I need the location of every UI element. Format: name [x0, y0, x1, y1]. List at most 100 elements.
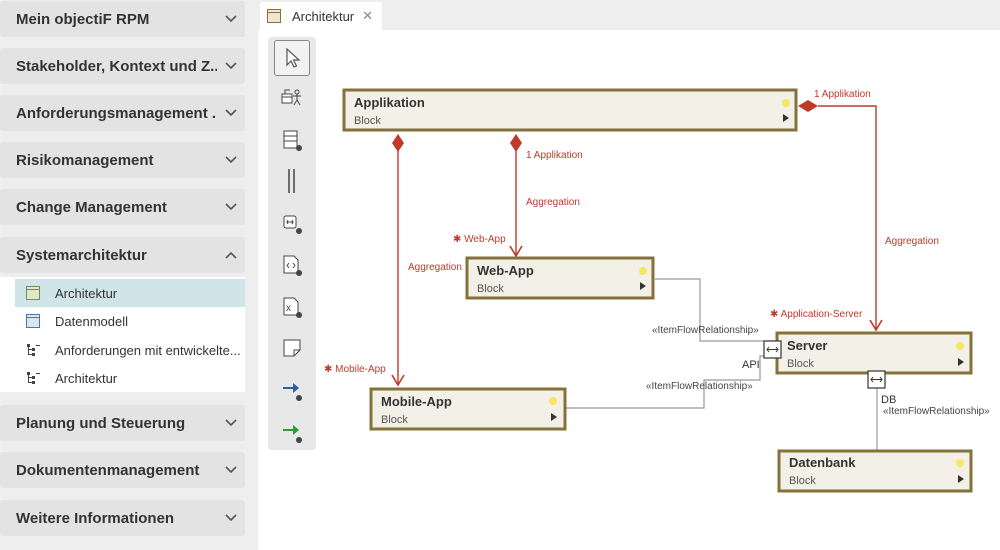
aggregation-arrowhead [869, 319, 883, 332]
block-name: Applikation [354, 95, 425, 110]
blue-arrow-tool[interactable] [274, 372, 310, 408]
chevron-down-icon [217, 95, 245, 131]
separator-tool[interactable] [274, 163, 310, 199]
expand-arrow-icon[interactable] [783, 114, 789, 122]
sidebar: Mein objectiF RPM Stakeholder, Kontext u… [0, 0, 252, 550]
section-systemarchitektur[interactable]: Systemarchitektur [0, 237, 245, 273]
itemflow-label: «ItemFlowRelationship» [652, 325, 759, 336]
section-label: Stakeholder, Kontext und Z... [16, 57, 217, 75]
itemflow-webapp-server[interactable] [655, 278, 776, 342]
section-stakeholder[interactable]: Stakeholder, Kontext und Z... [0, 48, 245, 84]
close-icon[interactable]: ✕ [362, 8, 374, 23]
pointer-tool[interactable] [274, 40, 310, 76]
multiplicity-label: 1 Applikation [814, 89, 871, 100]
section-label: Risikomanagement [16, 151, 154, 169]
block-mobileapp[interactable]: Mobile-App Block [369, 387, 567, 431]
itemflow-mobileapp-server[interactable] [566, 355, 776, 409]
tab-bar: Architektur ✕ [258, 0, 1000, 30]
tree-item-anforderungen[interactable]: Anforderungen mit entwickelte... [15, 336, 245, 364]
note-icon [283, 339, 301, 357]
role-label: ✱ Application-Server [770, 309, 863, 320]
expand-arrow-icon[interactable] [640, 282, 646, 290]
expand-arrow-icon[interactable] [958, 475, 964, 483]
tree-list-icon [25, 370, 41, 386]
tree-item-label: Architektur [55, 285, 118, 301]
section-label: Dokumentenmanagement [16, 461, 200, 479]
port-arrow-icon [766, 346, 779, 353]
port-db[interactable] [867, 370, 886, 389]
section-mein-objectif[interactable]: Mein objectiF RPM [0, 1, 245, 37]
status-indicator [782, 99, 790, 107]
block-name: Server [787, 338, 827, 353]
section-anforderungsmanagement[interactable]: Anforderungsmanagement ... [0, 95, 245, 131]
section-change-management[interactable]: Change Management [0, 189, 245, 225]
block-type: Block [787, 358, 814, 370]
aggregation-server[interactable] [818, 105, 877, 330]
block-server[interactable]: Server Block [775, 331, 973, 375]
actor-block-icon [281, 89, 301, 106]
status-indicator [956, 459, 964, 467]
aggregation-arrowhead [509, 245, 523, 258]
block-name: Mobile-App [381, 394, 452, 409]
constraint-tool[interactable]: x [274, 289, 310, 325]
svg-text:x: x [286, 303, 291, 314]
port-api[interactable] [763, 340, 782, 359]
chevron-down-icon [217, 405, 245, 441]
block-webapp[interactable]: Web-App Block [465, 256, 655, 300]
separator-icon [288, 169, 295, 193]
section-risikomanagement[interactable]: Risikomanagement [0, 142, 245, 178]
chevron-down-icon [217, 1, 245, 37]
block-datenbank[interactable]: Datenbank Block [777, 449, 973, 493]
status-indicator [639, 267, 647, 275]
multiplicity-label: 1 Applikation [526, 150, 583, 161]
block-tool[interactable] [274, 122, 310, 158]
section-planung[interactable]: Planung und Steuerung [0, 405, 245, 441]
block-type: Block [354, 115, 381, 127]
chevron-down-icon [217, 452, 245, 488]
green-arrow-icon [283, 425, 302, 443]
tab-architektur[interactable]: Architektur ✕ [260, 2, 382, 30]
block-name: Web-App [477, 263, 534, 278]
itemflow-label: «ItemFlowRelationship» [883, 406, 990, 417]
blue-arrow-icon [283, 383, 302, 401]
tree-item-architektur[interactable]: Architektur [15, 279, 245, 307]
tab-label: Architektur [292, 8, 355, 24]
tool-palette [268, 37, 316, 450]
tree-list-icon [25, 342, 41, 358]
tree-item-label: Architektur [55, 370, 118, 386]
block-type: Block [381, 414, 408, 426]
chevron-down-icon [217, 500, 245, 536]
tree-item-label: Anforderungen mit entwickelte... [55, 342, 241, 358]
note-tool[interactable] [274, 330, 310, 366]
block-icon [283, 130, 302, 151]
expand-arrow-icon[interactable] [551, 413, 557, 421]
expand-arrow-icon[interactable] [958, 358, 964, 366]
block-name: Datenbank [789, 455, 856, 470]
block-type: Block [477, 283, 504, 295]
aggregation-diamond [510, 134, 522, 152]
role-label: ✱ Mobile-App [324, 364, 386, 375]
aggregation-diamond [392, 134, 404, 152]
chevron-up-icon [217, 237, 245, 273]
section-dokumentenmanagement[interactable]: Dokumentenmanagement [0, 452, 245, 488]
section-label: Weitere Informationen [16, 509, 175, 527]
role-label: ✱ Web-App [453, 234, 506, 245]
block-diagram-icon [25, 285, 41, 301]
port-label: DB [881, 394, 896, 406]
block-applikation[interactable]: Applikation Block [342, 88, 798, 132]
port-label: API [742, 359, 760, 371]
green-arrow-tool[interactable] [274, 414, 310, 450]
status-indicator [956, 342, 964, 350]
tree-item-datenmodell[interactable]: Datenmodell [15, 307, 245, 335]
chevron-down-icon [217, 48, 245, 84]
chevron-down-icon [217, 142, 245, 178]
data-model-icon [25, 313, 41, 329]
port-tool[interactable] [274, 205, 310, 241]
actor-block-tool[interactable] [274, 80, 310, 116]
tree-item-architektur-2[interactable]: Architektur [15, 364, 245, 392]
pointer-icon [286, 47, 301, 68]
interface-tool[interactable] [274, 247, 310, 283]
section-weitere-informationen[interactable]: Weitere Informationen [0, 500, 245, 536]
aggregation-label: Aggregation [885, 236, 939, 247]
